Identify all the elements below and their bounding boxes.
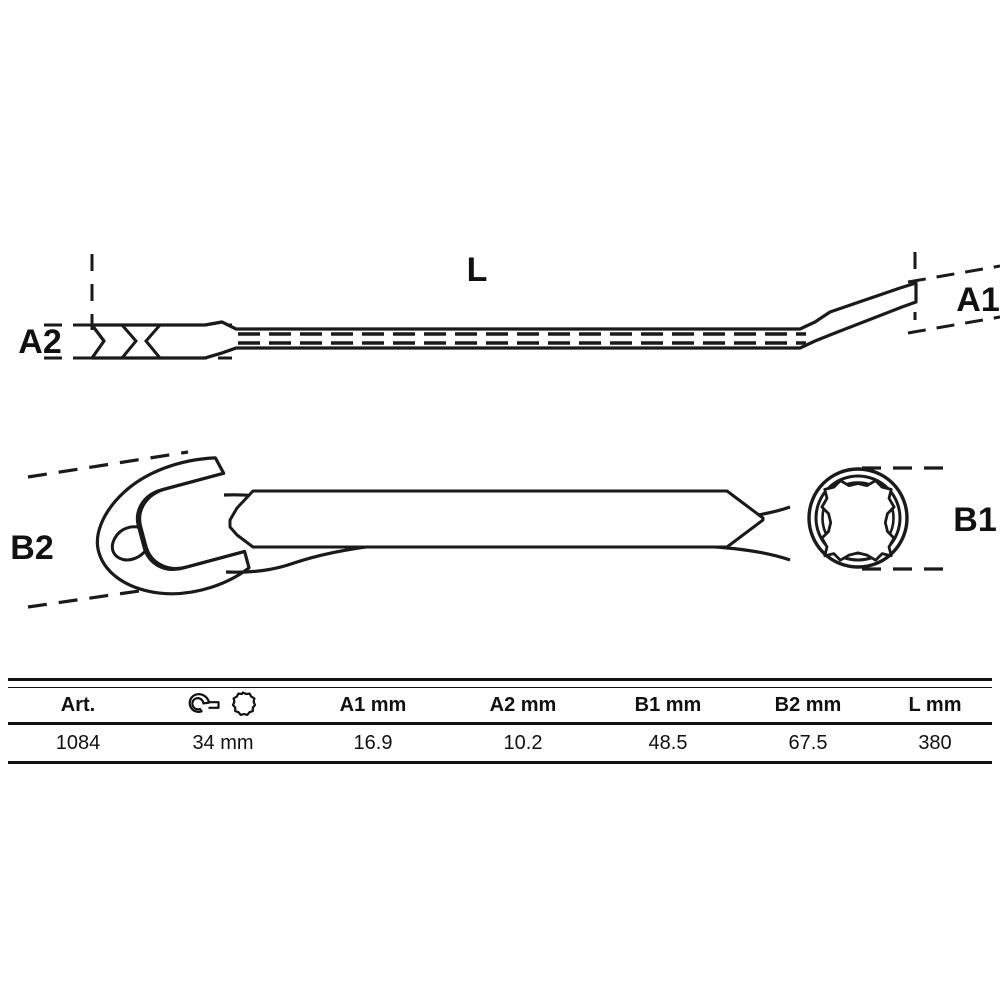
- column-header-l: L mm: [878, 687, 992, 725]
- cell-art: 1084: [8, 723, 148, 764]
- side-view: A2 L A1: [18, 251, 1000, 361]
- open-end-jaw-head: [95, 456, 251, 596]
- shank-inner-rib: [228, 489, 765, 549]
- plan-view: B2 B1: [10, 450, 997, 609]
- specification-table: Art. A1 mm A2 mm B1 mm B2 mm L mm: [8, 678, 992, 764]
- cell-l: 380: [878, 723, 992, 764]
- table-header-row: Art. A1 mm A2 mm B1 mm B2 mm L mm: [8, 687, 992, 725]
- shank-shoulder-top: [204, 320, 237, 331]
- column-header-a2: A2 mm: [448, 687, 598, 725]
- a1-extension-line-top: [907, 264, 1000, 284]
- cell-a1: 16.9: [298, 723, 448, 764]
- cell-size: 34 mm: [148, 723, 298, 764]
- open-end-wrench-icon: [188, 693, 220, 713]
- ring-spanner-icon: [231, 691, 257, 716]
- column-header-b1: B1 mm: [598, 687, 738, 725]
- table-top-rule: [8, 678, 992, 688]
- cell-b2: 67.5: [738, 723, 878, 764]
- ring-twelve-point-profile: [820, 479, 896, 562]
- label-l: L: [467, 251, 488, 289]
- a1-dimension-lines: [907, 264, 1000, 335]
- label-b1: B1: [953, 501, 996, 539]
- open-head-chamfer-line-2: [144, 324, 162, 359]
- b1-dimension-lines: [862, 466, 952, 571]
- table-top-rule-cell: [8, 678, 992, 688]
- label-a1: A1: [956, 281, 999, 319]
- column-header-a1: A1 mm: [298, 687, 448, 725]
- shank-shoulder-bottom: [204, 346, 237, 360]
- label-a2: A2: [18, 323, 61, 361]
- ring-chamfer-circle: [814, 474, 902, 562]
- open-jaw-throat-detail: [110, 525, 148, 562]
- b2-extension-line-top: [27, 450, 189, 479]
- a1-extension-line-bottom: [907, 315, 1000, 335]
- column-header-art: Art.: [8, 687, 148, 725]
- open-head-chamfer-line: [120, 324, 138, 359]
- table-row: 1084 34 mm 16.9 10.2 48.5 67.5 380: [8, 723, 992, 764]
- ring-head: [807, 467, 909, 569]
- label-b2: B2: [10, 529, 53, 567]
- column-header-size-icons: [148, 687, 298, 725]
- column-header-b2: B2 mm: [738, 687, 878, 725]
- open-jaw-inner-slot: [138, 471, 247, 570]
- cell-b1: 48.5: [598, 723, 738, 764]
- cell-a2: 10.2: [448, 723, 598, 764]
